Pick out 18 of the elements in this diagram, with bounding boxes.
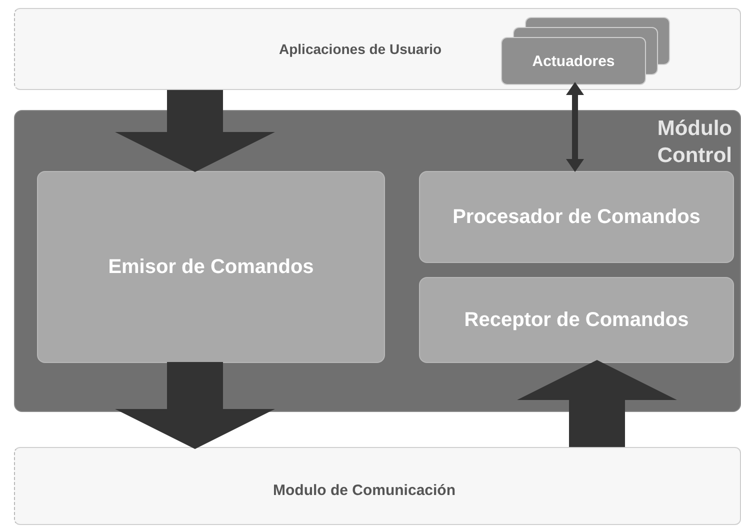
layer-label: Aplicaciones de Usuario [279, 41, 442, 57]
layer-band [14, 447, 741, 525]
stacked-box-label: Actuadores [532, 52, 615, 70]
component-label: Emisor de Comandos [107, 255, 315, 280]
block-arrow [115, 90, 275, 172]
block-arrow [517, 360, 677, 447]
component-label: Receptor de Comandos [463, 308, 690, 333]
stacked-box [501, 37, 646, 85]
component-label: Procesador de Comandos [452, 205, 702, 230]
double-arrow [566, 82, 584, 172]
component-box [37, 171, 385, 363]
block-arrow [115, 362, 275, 449]
component-box [419, 171, 734, 263]
module-panel [14, 110, 741, 412]
layer-label: Modulo de Comunicación [273, 482, 456, 499]
module-title: Módulo Control [656, 116, 732, 170]
layer-band [14, 8, 741, 90]
component-box [419, 277, 734, 363]
